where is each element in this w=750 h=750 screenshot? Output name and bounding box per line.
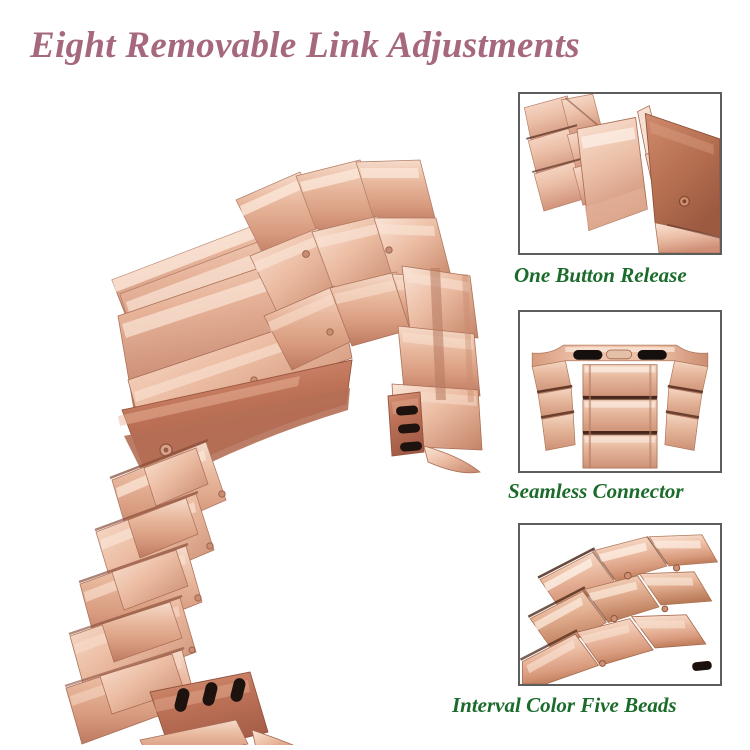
caption-one-button-release: One Button Release xyxy=(514,263,687,287)
page-title: Eight Removable Link Adjustments xyxy=(30,25,580,66)
five-bead-links-closeup xyxy=(520,525,720,684)
band-bottom-lug-connector xyxy=(139,671,295,745)
center-link-column xyxy=(582,364,658,469)
detail-panel-seamless-connector xyxy=(518,310,722,473)
seamless-lug-connector-closeup xyxy=(520,312,720,471)
watch-band-illustration xyxy=(0,80,500,745)
detail-panel-five-beads xyxy=(518,523,722,686)
band-right-arm xyxy=(387,265,483,474)
bead-rows xyxy=(520,534,719,684)
caption-interval-color-five-beads: Interval Color Five Beads xyxy=(452,693,677,717)
clasp-button-release-closeup xyxy=(520,94,720,253)
hero-watch-band-image xyxy=(0,80,500,745)
band-left-descending-chain xyxy=(64,438,227,745)
caption-seamless-connector: Seamless Connector xyxy=(508,479,684,503)
detail-panel-one-button-release xyxy=(518,92,722,255)
